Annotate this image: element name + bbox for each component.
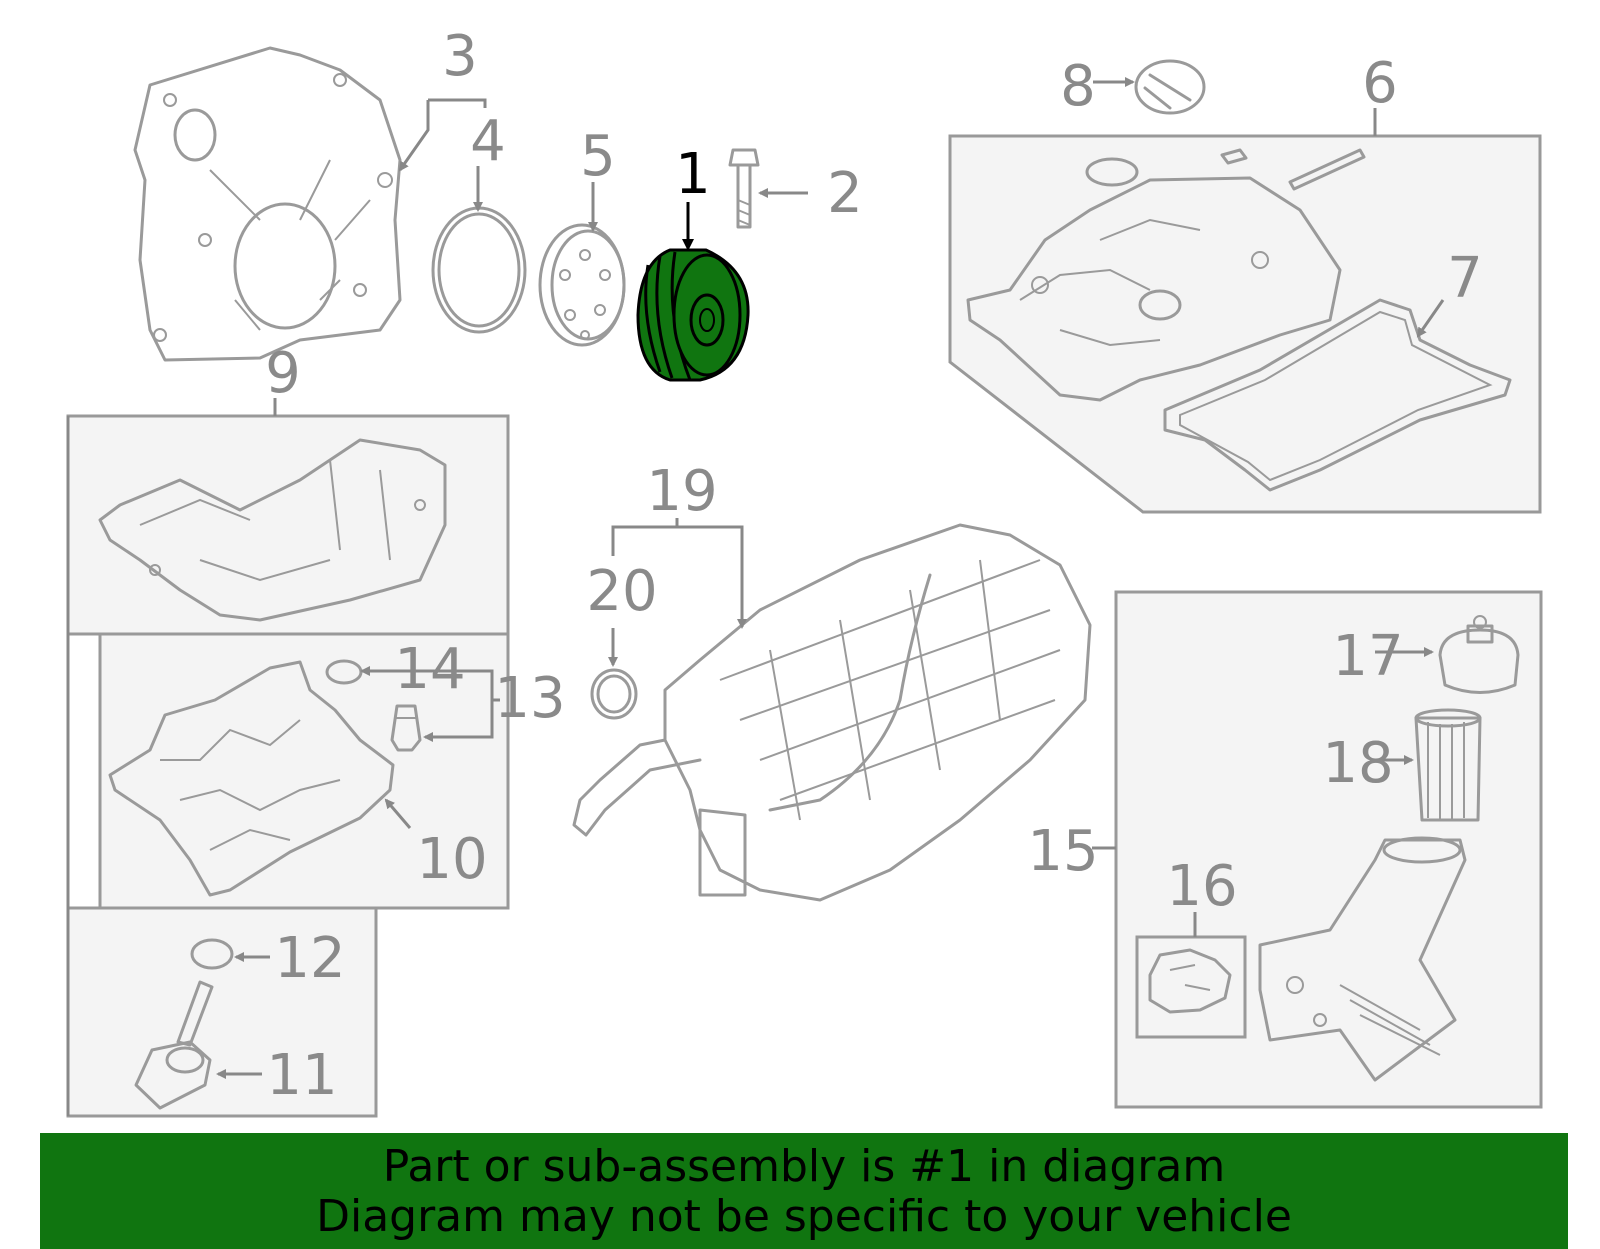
- callout-15: 15: [1027, 819, 1098, 884]
- oil-filler-cap-part: [1134, 59, 1206, 115]
- callout-4: 4: [470, 109, 506, 174]
- callout-20: 20: [586, 559, 657, 624]
- banner-line-1: Part or sub-assembly is #1 in diagram: [382, 1141, 1226, 1192]
- plate-part: [538, 223, 626, 347]
- callout-5: 5: [580, 124, 616, 189]
- callout-11: 11: [266, 1043, 337, 1108]
- bolt-part: [728, 148, 760, 229]
- box-6: [948, 134, 1542, 514]
- filter-element-part: [1414, 708, 1482, 822]
- gasket-16-part: [1148, 948, 1232, 1014]
- vibration-damper-part: [636, 248, 750, 382]
- info-banner: Part or sub-assembly is #1 in diagram Di…: [40, 1133, 1568, 1249]
- filter-cap-part: [1438, 615, 1520, 694]
- callout-6: 6: [1362, 51, 1398, 116]
- oil-pan-upper-part: [98, 438, 447, 622]
- callout-2: 2: [827, 161, 863, 226]
- valve-cover-gasket-part: [1163, 298, 1512, 492]
- box-9: [66, 414, 510, 636]
- banner-line-2: Diagram may not be specific to your vehi…: [316, 1191, 1292, 1242]
- timing-cover-part: [133, 46, 402, 362]
- seal-ring-12-part: [190, 938, 234, 970]
- callout-9: 9: [265, 341, 301, 406]
- callout-14: 14: [394, 637, 465, 702]
- callout-7: 7: [1447, 246, 1483, 311]
- plug-13-part: [390, 704, 422, 752]
- oil-level-sensor-part: [134, 980, 214, 1110]
- callout-17: 17: [1332, 624, 1403, 689]
- seal-ring-part: [431, 206, 527, 334]
- callout-19: 19: [646, 459, 717, 524]
- callout-18: 18: [1322, 731, 1393, 796]
- callout-8: 8: [1060, 54, 1096, 119]
- filter-housing-part: [1258, 836, 1467, 1082]
- intake-manifold-part: [572, 523, 1092, 902]
- callout-13: 13: [494, 666, 565, 731]
- valve-cover-part: [966, 148, 1366, 402]
- seal-ring-20-part: [590, 668, 638, 720]
- callout-1: 1: [675, 142, 711, 207]
- callout-3: 3: [442, 24, 478, 89]
- callout-12: 12: [274, 926, 345, 991]
- callout-10: 10: [416, 827, 487, 892]
- callout-16: 16: [1166, 854, 1237, 919]
- oil-baffle-part: [108, 660, 395, 897]
- leader-lines: [216, 77, 1445, 1079]
